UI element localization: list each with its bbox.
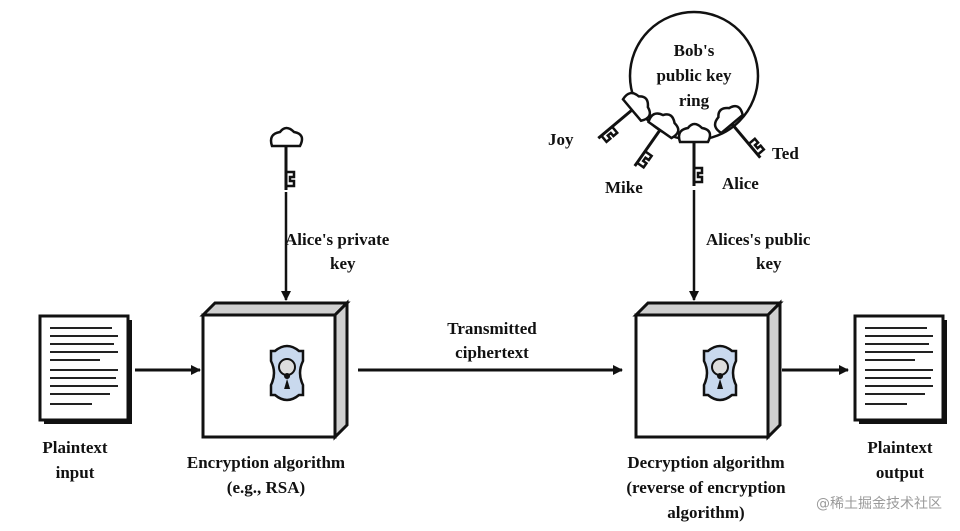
key-ring-title-1: Bob's [674, 41, 715, 60]
encryption-label-2: (e.g., RSA) [227, 478, 305, 497]
plaintext-input-label: Plaintext [42, 438, 107, 457]
decryption-label-3: algorithm) [667, 503, 744, 522]
watermark: @稀土掘金技术社区 [816, 496, 942, 512]
private-key-label: Alice's private [285, 230, 390, 249]
key-label-alice: Alice [722, 174, 759, 193]
transmitted-label: Transmitted [447, 319, 537, 338]
private-key-icon [269, 126, 304, 192]
private-key-label-2: key [330, 254, 356, 273]
plaintext-output-document-icon [853, 314, 949, 426]
key-label-joy: Joy [548, 130, 574, 149]
encryption-box [201, 301, 349, 439]
public-key-label: Alices's public [706, 230, 811, 249]
encryption-label: Encryption algorithm [187, 453, 345, 472]
decryption-label-2: (reverse of encryption [626, 478, 786, 497]
key-ring-title-2: public key [656, 66, 732, 85]
key-ring-icon [587, 10, 775, 188]
decryption-label: Decryption algorithm [627, 453, 784, 472]
plaintext-input-label-2: input [56, 463, 95, 482]
plaintext-input-document-icon [38, 314, 134, 426]
public-key-label-2: key [756, 254, 782, 273]
key-label-ted: Ted [772, 144, 799, 163]
ciphertext-label: ciphertext [455, 343, 529, 362]
key-label-mike: Mike [605, 178, 643, 197]
key-ring-title-3: ring [679, 91, 710, 110]
decryption-box [634, 301, 782, 439]
plaintext-output-label: Plaintext [867, 438, 932, 457]
plaintext-output-label-2: output [876, 463, 925, 482]
